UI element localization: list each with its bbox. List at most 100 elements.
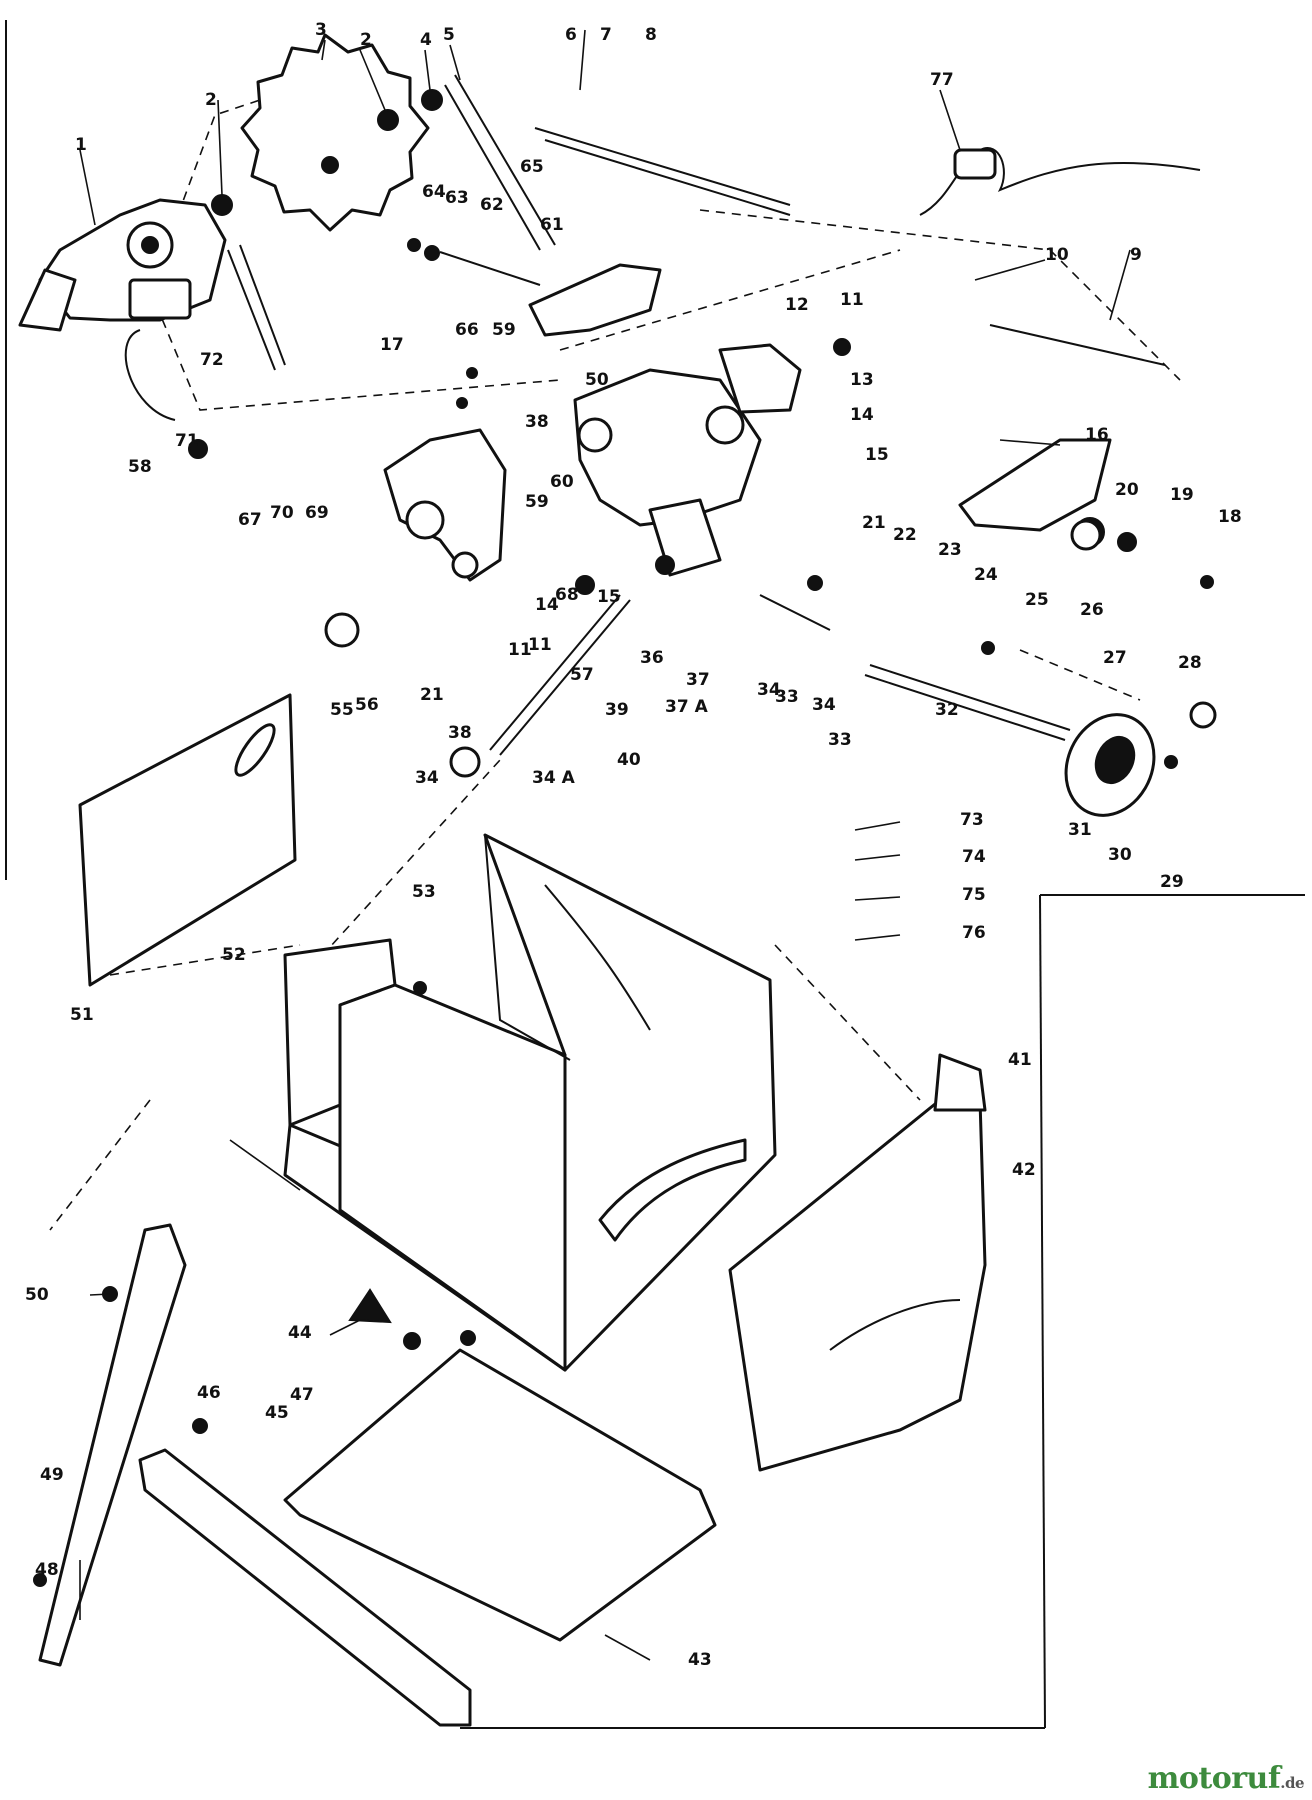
frame-lines xyxy=(5,20,1305,1729)
part-callout: 25 xyxy=(1025,590,1049,610)
part-callout: 69 xyxy=(305,503,329,523)
part-callout: 41 xyxy=(1008,1050,1032,1070)
part-callout: 48 xyxy=(35,1560,59,1580)
part-callout: 34 xyxy=(812,695,836,715)
part-callout: 34 xyxy=(415,768,439,788)
part-callout: 3 xyxy=(315,20,327,40)
part-callout: 33 xyxy=(828,730,852,750)
leader-lines xyxy=(79,29,1131,1661)
rods xyxy=(227,74,1166,756)
part-callout: 62 xyxy=(480,195,504,215)
trunnion-casting xyxy=(573,343,802,577)
part-callout: 45 xyxy=(265,1403,289,1423)
shelf xyxy=(138,1348,717,1727)
part-callout: 2 xyxy=(360,30,372,50)
part-callout: 11 xyxy=(840,290,864,310)
part-callout: 51 xyxy=(70,1005,94,1025)
hand-wheel xyxy=(1064,713,1156,817)
part-callout: 44 xyxy=(288,1323,312,1343)
part-callout: 19 xyxy=(1170,485,1194,505)
part-callout: 38 xyxy=(525,412,549,432)
part-callout: 56 xyxy=(355,695,379,715)
part-callout: 55 xyxy=(330,700,354,720)
left-trunnion xyxy=(383,428,507,582)
part-callout: 26 xyxy=(1080,600,1104,620)
part-callout: 61 xyxy=(540,215,564,235)
part-callout: 37 A xyxy=(665,697,709,717)
part-callout: 17 xyxy=(380,335,404,355)
part-callout: 50 xyxy=(25,1285,49,1305)
part-callout: 30 xyxy=(1108,845,1132,865)
part-callout: 77 xyxy=(930,70,954,90)
part-callout: 37 xyxy=(686,670,710,690)
part-callout: 2 xyxy=(205,90,217,110)
assembly-dashed-lines xyxy=(49,99,1181,1231)
part-callout: 4 xyxy=(420,30,432,50)
part-callout: 13 xyxy=(850,370,874,390)
brand-watermark: motoruf.de xyxy=(1147,1761,1305,1796)
cabinet-stand xyxy=(283,833,777,1372)
part-callout: 34 xyxy=(757,680,781,700)
part-callout: 76 xyxy=(962,923,986,943)
part-callout: 16 xyxy=(1085,425,1109,445)
part-callout: 23 xyxy=(938,540,962,560)
part-callout: 47 xyxy=(290,1385,314,1405)
part-callout: 43 xyxy=(688,1650,712,1670)
part-callout: 42 xyxy=(1012,1160,1036,1180)
part-callout: 21 xyxy=(862,513,886,533)
part-callout: 72 xyxy=(200,350,224,370)
part-callout: 15 xyxy=(865,445,889,465)
part-callout: 15 xyxy=(597,587,621,607)
part-callout: 71 xyxy=(175,431,199,451)
part-callout: 7 xyxy=(600,25,612,45)
part-callout: 34 A xyxy=(532,768,576,788)
part-callout: 11 xyxy=(508,640,532,660)
part-callout: 14 xyxy=(850,405,874,425)
small-hardware xyxy=(33,89,1217,1587)
part-callout: 8 xyxy=(645,25,657,45)
part-callout: 73 xyxy=(960,810,984,830)
part-callout: 38 xyxy=(448,723,472,743)
part-callout: 68 xyxy=(555,585,579,605)
part-callout: 74 xyxy=(962,847,986,867)
side-panel xyxy=(78,693,297,987)
part-callout: 9 xyxy=(1130,245,1142,265)
part-callout: 29 xyxy=(1160,872,1184,892)
part-callout: 70 xyxy=(270,503,294,523)
part-callout: 59 xyxy=(492,320,516,340)
leg xyxy=(38,1223,187,1667)
part-callout: 53 xyxy=(412,882,436,902)
power-cord xyxy=(919,147,1201,216)
part-callout: 28 xyxy=(1178,653,1202,673)
part-callout: 32 xyxy=(935,700,959,720)
part-callout: 67 xyxy=(238,510,262,530)
brand-name: motoruf xyxy=(1147,1761,1281,1796)
part-callout: 64 xyxy=(422,182,446,202)
part-callout: 39 xyxy=(605,700,629,720)
part-callout: 12 xyxy=(785,295,809,315)
part-callout: 65 xyxy=(520,157,544,177)
part-callout: 6 xyxy=(565,25,577,45)
part-callout: 24 xyxy=(974,565,998,585)
part-callout: 40 xyxy=(617,750,641,770)
front-panel xyxy=(728,1053,987,1472)
part-callout: 14 xyxy=(535,595,559,615)
part-callout: 36 xyxy=(640,648,664,668)
part-callout: 63 xyxy=(445,188,469,208)
part-callout: 58 xyxy=(128,457,152,477)
brand-suffix: .de xyxy=(1280,1774,1304,1792)
part-callout: 57 xyxy=(570,665,594,685)
part-callout: 21 xyxy=(420,685,444,705)
part-callout: 18 xyxy=(1218,507,1242,527)
part-callout: 46 xyxy=(197,1383,221,1403)
part-callout: 59 xyxy=(525,492,549,512)
part-callout: 66 xyxy=(455,320,479,340)
part-callout: 75 xyxy=(962,885,986,905)
part-callout: 60 xyxy=(550,472,574,492)
part-callout: 11 xyxy=(528,635,552,655)
part-callout: 5 xyxy=(443,25,455,45)
part-callout: 52 xyxy=(222,945,246,965)
part-callout: 1 xyxy=(75,135,87,155)
